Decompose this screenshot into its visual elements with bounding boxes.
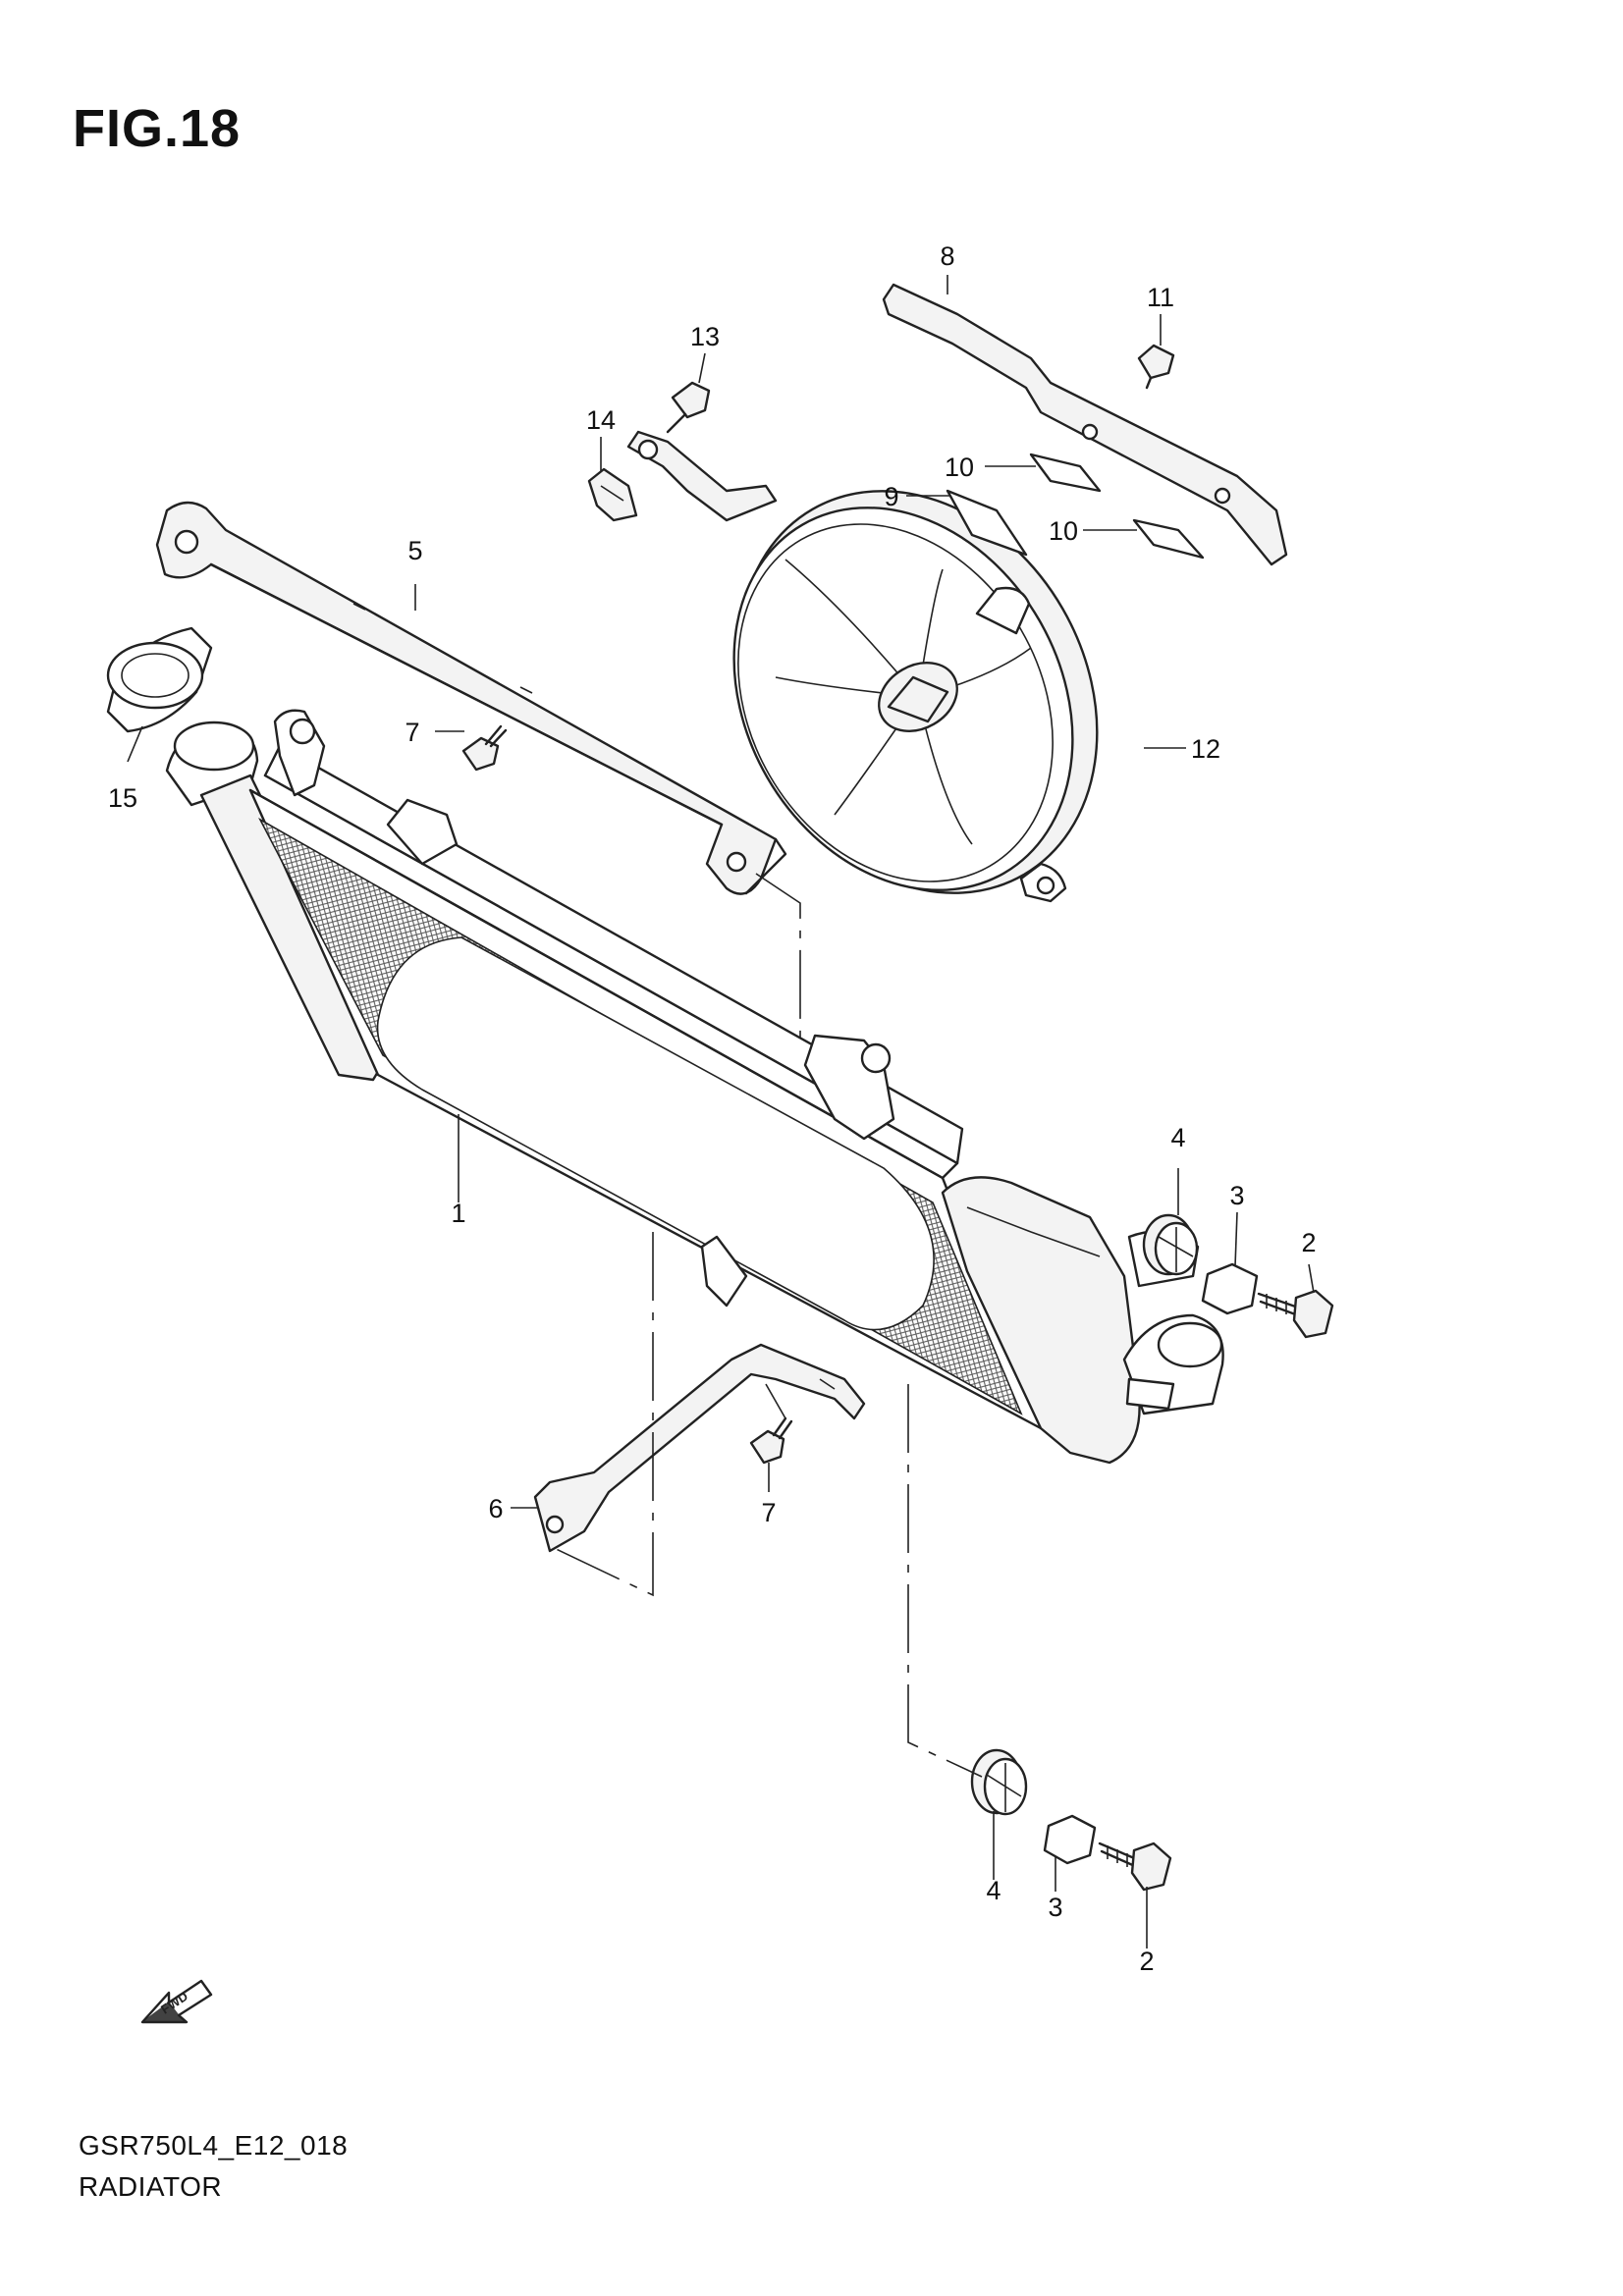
model-code: GSR750L4_E12_018 bbox=[79, 2130, 349, 2161]
callout-5: 5 bbox=[407, 536, 422, 565]
callout-3-upper: 3 bbox=[1229, 1181, 1244, 1210]
fan-bracket-part bbox=[882, 283, 1288, 566]
callout-1: 1 bbox=[451, 1199, 465, 1228]
mount-upper-right bbox=[1142, 1213, 1334, 1339]
radiator-cap-part bbox=[106, 626, 213, 733]
callout-10-upper: 10 bbox=[945, 453, 974, 482]
bolt-7-lower bbox=[749, 1416, 793, 1465]
callout-15: 15 bbox=[108, 783, 137, 813]
callout-14: 14 bbox=[586, 405, 616, 435]
alignment-lines bbox=[549, 873, 983, 1778]
figure-name: RADIATOR bbox=[79, 2171, 223, 2202]
figure-title: FIG.18 bbox=[73, 99, 242, 158]
bolt-13 bbox=[666, 381, 711, 434]
callout-6: 6 bbox=[488, 1494, 503, 1523]
upper-bracket-part bbox=[155, 501, 787, 895]
fwd-arrow-icon: FWD bbox=[140, 1979, 213, 2024]
callout-3-lower: 3 bbox=[1048, 1893, 1062, 1922]
callout-7-upper: 7 bbox=[405, 718, 419, 747]
callout-4-lower: 4 bbox=[986, 1876, 1001, 1905]
callout-7-lower: 7 bbox=[761, 1498, 776, 1527]
callout-9: 9 bbox=[884, 482, 898, 511]
clip-14 bbox=[587, 467, 638, 522]
cushion-parts bbox=[946, 453, 1205, 560]
callout-labels: 1 2 2 3 3 4 4 5 6 7 7 8 9 10 10 11 12 13… bbox=[108, 241, 1317, 1976]
callout-11: 11 bbox=[1147, 283, 1174, 312]
callout-10-lower: 10 bbox=[1049, 516, 1078, 546]
callout-12: 12 bbox=[1191, 734, 1220, 764]
callout-2-upper: 2 bbox=[1301, 1228, 1316, 1257]
lower-bracket-part bbox=[533, 1343, 866, 1553]
callout-2-lower: 2 bbox=[1139, 1947, 1154, 1976]
callout-13: 13 bbox=[690, 322, 720, 351]
callout-4-upper: 4 bbox=[1170, 1123, 1185, 1152]
mount-lower bbox=[970, 1748, 1172, 1892]
screw-11 bbox=[1137, 344, 1175, 390]
bolt-7-upper bbox=[461, 724, 508, 772]
callout-8: 8 bbox=[940, 241, 954, 271]
cooling-fan-part bbox=[626, 430, 1099, 903]
leader-lines bbox=[127, 275, 1315, 1949]
radiator-part bbox=[165, 709, 1043, 1430]
